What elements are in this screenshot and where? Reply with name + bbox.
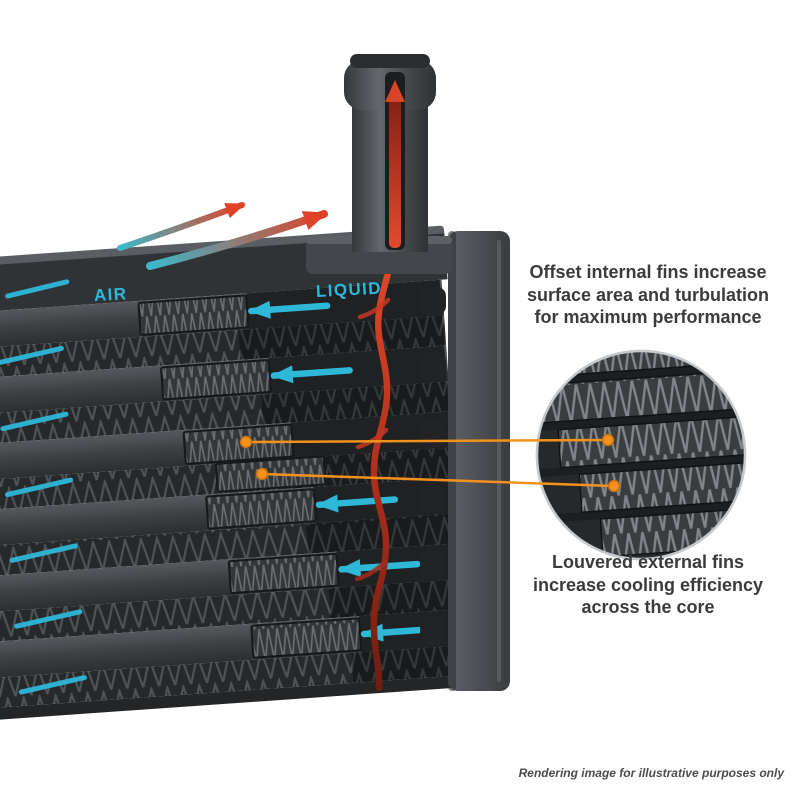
annotation-offset-fins-line: surface area and turbulation [526,284,770,305]
inset-ring [535,349,747,561]
detail-inset [535,349,747,561]
annotation-louvered-fins: Louvered external fins increase cooling … [496,551,800,619]
airflow-dash-icons [0,279,87,695]
annotation-offset-fins-line: Offset internal fins increase [529,262,767,282]
annotation-louvered-fins-line: Louvered external fins [551,552,745,572]
heat-exchanger-core [0,225,471,722]
air-flow-label: AIR [93,284,128,305]
annotation-offset-fins: Offset internal fins increase surface ar… [496,261,800,329]
tube-end-slots [420,287,446,645]
disclaimer-text: Rendering image for illustrative purpose… [518,766,784,780]
callout-dots [239,433,621,493]
liquid-up-arrowhead [385,80,405,102]
annotation-offset-fins-line: for maximum performance [534,307,762,328]
flow-direction-arrows [117,202,328,270]
end-plate [448,231,510,691]
inlet-fitting [306,54,452,274]
callout-lines [245,438,615,488]
annotation-louvered-fins-line: increase cooling efficiency [532,574,764,595]
liquid-flow-line [354,234,398,692]
liquid-flow-label: LIQUID [315,278,383,301]
annotation-louvered-fins-line: across the core [581,597,715,618]
